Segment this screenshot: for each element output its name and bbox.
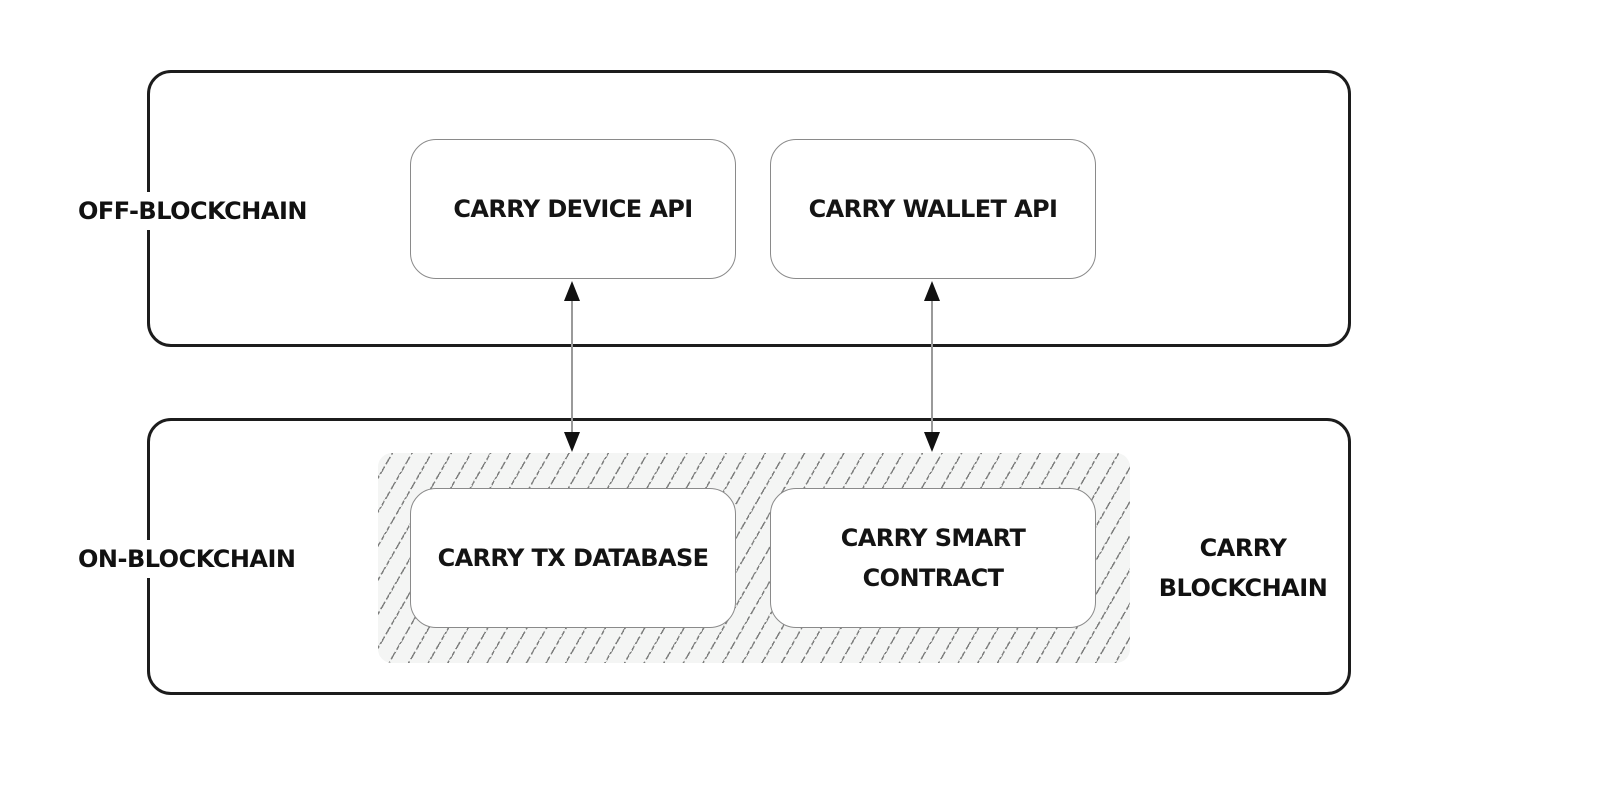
carry-smart-contract-box: CARRY SMART CONTRACT [770, 488, 1096, 628]
carry-smart-contract-label-line-1: CARRY SMART [840, 524, 1026, 552]
carry-tx-database-label: CARRY TX DATABASE [437, 544, 709, 572]
carry-smart-contract-label-line-2: CONTRACT [862, 564, 1004, 592]
carry-wallet-api-box: CARRY WALLET API [770, 139, 1096, 279]
carry-blockchain-label: CARRY BLOCKCHAIN [1150, 528, 1336, 608]
carry-blockchain-label-line-1: CARRY [1199, 534, 1287, 562]
carry-blockchain-label-line-2: BLOCKCHAIN [1158, 574, 1328, 602]
off-blockchain-layer [147, 70, 1351, 347]
carry-wallet-api-label: CARRY WALLET API [808, 195, 1058, 223]
on-blockchain-label: ON-BLOCKCHAIN [78, 540, 296, 578]
carry-smart-contract-label: CARRY SMART CONTRACT [841, 518, 1026, 598]
carry-device-api-box: CARRY DEVICE API [410, 139, 736, 279]
carry-tx-database-box: CARRY TX DATABASE [410, 488, 736, 628]
off-blockchain-label: OFF-BLOCKCHAIN [78, 192, 307, 230]
carry-device-api-label: CARRY DEVICE API [453, 195, 693, 223]
